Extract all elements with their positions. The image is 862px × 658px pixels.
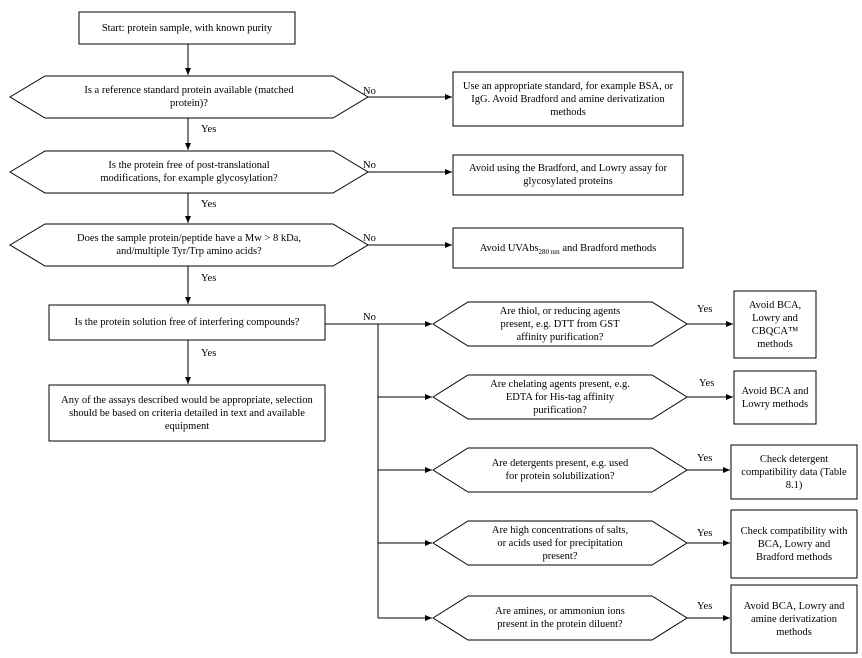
outcome-avoid-uvabs-shape (452, 227, 684, 269)
decision-reference-standard: Is a reference standard protein availabl… (84, 85, 294, 109)
decision-amines: Are amines, or ammoniun ions present in … (495, 606, 625, 630)
outcome-avoid-bca-amine-shape (730, 584, 858, 654)
label-detergents-yes: Yes (697, 453, 713, 464)
label-chelating-yes: Yes (699, 378, 715, 389)
outcome-use-standard-shape (452, 71, 684, 127)
decision-detergents: Are detergents present, e.g. used for pr… (491, 458, 629, 482)
decision-interfering-free: Is the protein solution free of interfer… (74, 317, 300, 328)
decision-salts: Are high concentrations of salts, or aci… (491, 524, 629, 562)
outcome-avoid-bradford-lowry: Avoid using the Bradford, and Lowry assa… (468, 163, 668, 187)
label-q1-no: No (363, 86, 376, 97)
start-node: Start: protein sample, with known purity (101, 22, 273, 34)
label-amines-yes: Yes (697, 601, 713, 612)
outcome-check-detergent: Check detergent compatibility data (Tabl… (741, 453, 847, 491)
outcome-check-compat: Check compatibility with BCA, Lowry and … (740, 525, 848, 563)
label-q2-no: No (363, 160, 376, 171)
outcome-avoid-bca-lowry-shape (733, 370, 817, 425)
label-q1-yes: Yes (201, 124, 217, 135)
label-q3-yes: Yes (201, 273, 217, 284)
outcome-any-assay-shape (48, 384, 326, 442)
decision-thiol: Are thiol, or reducing agents present, e… (499, 305, 621, 343)
outcome-check-compat-shape (730, 509, 858, 579)
decision-ptm-free: Is the protein free of post-translationa… (100, 160, 278, 184)
outcome-use-standard: Use an appropriate standard, for example… (462, 80, 674, 118)
decision-interfering-free-shape (48, 304, 326, 341)
outcome-check-detergent-shape (730, 444, 858, 500)
outcome-avoid-bca-amine: Avoid BCA, Lowry and amine derivatizatio… (743, 600, 845, 638)
label-q4-no: No (363, 312, 376, 323)
outcome-avoid-uvabs: Avoid UVAbs280 nm and Bradford methods (466, 229, 670, 267)
label-salts-yes: Yes (697, 528, 713, 539)
start-box (78, 11, 296, 45)
label-thiol-yes: Yes (697, 304, 713, 315)
outcome-any-assay: Any of the assays described would be app… (61, 394, 313, 432)
outcome-avoid-bca-cbqca-shape (733, 290, 817, 359)
outcome-avoid-bca-lowry: Avoid BCA and Lowry methods (741, 385, 809, 410)
outcome-avoid-uvabs-text: Avoid UVAbs280 nm and Bradford methods (479, 242, 657, 256)
decision-mw-check: Does the sample protein/peptide have a M… (76, 233, 302, 257)
label-q4-yes: Yes (201, 348, 217, 359)
label-q3-no: No (363, 233, 376, 244)
label-q2-yes: Yes (201, 199, 217, 210)
outcome-avoid-bca-cbqca: Avoid BCA, Lowry and CBQCA™ methods (748, 299, 802, 350)
decision-chelating: Are chelating agents present, e.g. EDTA … (490, 378, 630, 416)
outcome-avoid-bradford-lowry-shape (452, 154, 684, 196)
